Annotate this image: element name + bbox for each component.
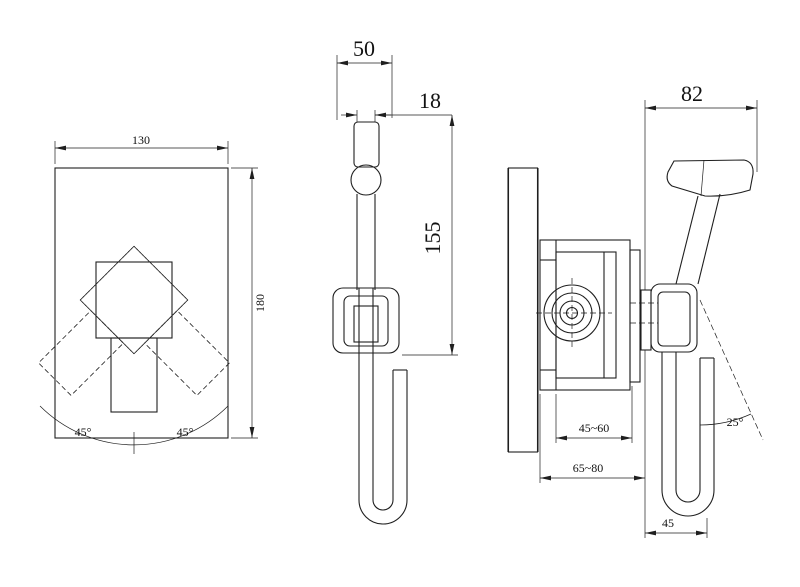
holder-inner (343, 295, 389, 347)
dim-depth-outer-label: 65~80 (573, 461, 604, 475)
dim-body-width-label: 18 (419, 88, 441, 113)
wall-hatch (507, 167, 539, 453)
front-view (37, 167, 231, 454)
valve-body (539, 239, 631, 391)
hose-side (661, 352, 715, 517)
trigger-ring (350, 164, 382, 196)
sprayer-side (640, 159, 754, 353)
hose-angle-arc (699, 413, 752, 426)
sprayer-head-side (666, 159, 754, 197)
dim-projection-label: 82 (681, 81, 703, 106)
dim-hose-offset-label: 45 (662, 516, 674, 530)
hose-front (358, 353, 408, 525)
grip-right (697, 193, 721, 285)
head-seam (700, 159, 705, 197)
handle-swing-left-dashed (37, 245, 189, 397)
holder-side-outer (650, 283, 698, 353)
dim-width-label: 130 (132, 133, 150, 147)
installation-view-dimensions: 82 45~60 65~80 25° 45 (536, 81, 764, 538)
dim-hose-angle-label: 25° (727, 415, 744, 429)
dim-depth-inner-label: 45~60 (579, 421, 610, 435)
holder-side-inner (657, 291, 691, 347)
hose-angle-line (699, 299, 764, 441)
grip-left (675, 195, 699, 285)
handle-swing-right-dashed (79, 245, 231, 397)
mounting-plate-outline (54, 167, 229, 439)
sprayer-body (356, 194, 376, 353)
handle-lever (110, 337, 158, 413)
holder-wall-plate (640, 289, 652, 351)
profile-view (332, 121, 408, 525)
trim-plate (629, 249, 641, 383)
holder-clip (353, 305, 379, 343)
dim-swing-left-label: 45° (75, 425, 92, 439)
front-view-dimensions: 130 180 45° 45° (54, 133, 267, 439)
installation-view (507, 159, 754, 517)
dim-swing-right-label: 45° (177, 425, 194, 439)
holder-outer (332, 287, 400, 354)
dim-height-label: 180 (253, 294, 267, 312)
sprayer-head (353, 121, 380, 168)
dim-head-depth-label: 50 (353, 36, 375, 61)
dim-height-label: 155 (420, 222, 445, 255)
profile-view-dimensions: 50 18 155 (336, 36, 458, 356)
